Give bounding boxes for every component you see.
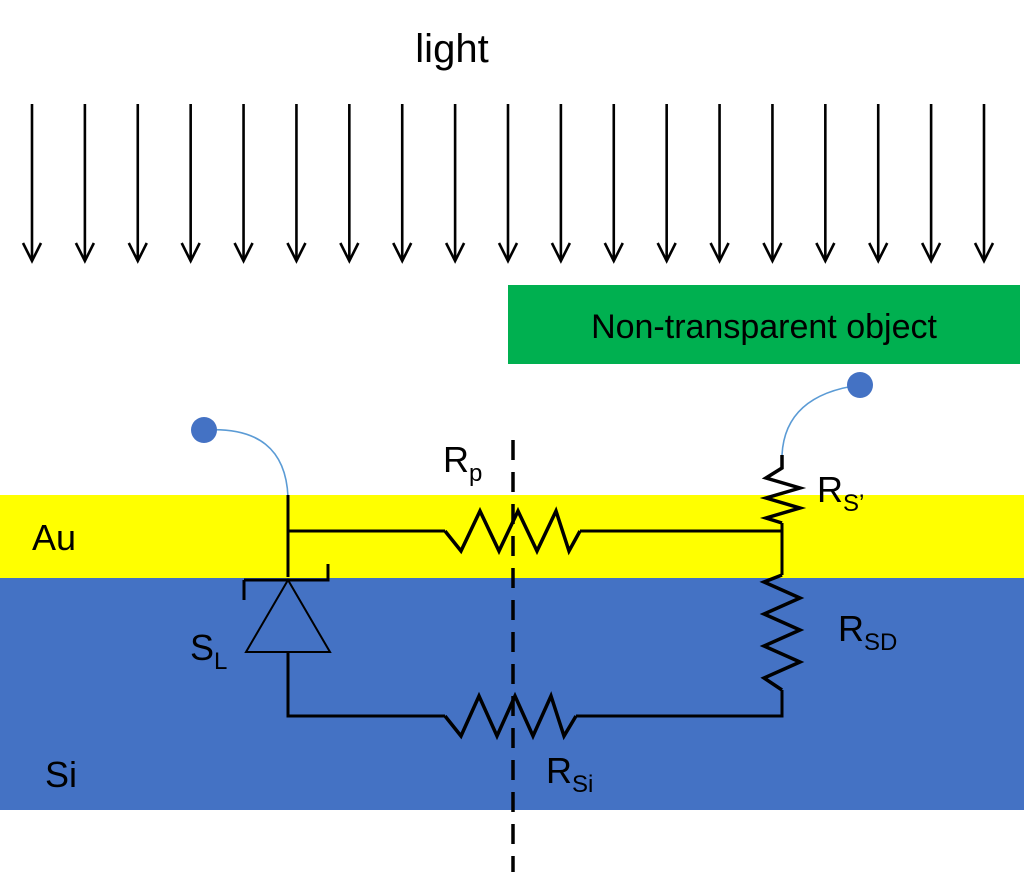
circuit-wires (242, 495, 784, 718)
left-contact-dot (191, 417, 217, 443)
resistor-rsi (443, 691, 578, 741)
left-contact-lead (203, 428, 289, 498)
light-arrow (21, 104, 43, 264)
light-arrow (920, 104, 942, 264)
non-transparent-object (508, 285, 1020, 364)
light-arrow (444, 104, 466, 264)
light-arrow (392, 104, 413, 264)
light-arrow (497, 104, 519, 264)
resistor-rs (759, 455, 807, 525)
light-arrow (233, 104, 254, 264)
light-arrow (180, 104, 201, 264)
light-arrow (286, 104, 307, 264)
light-arrow (868, 104, 889, 264)
si-label: Si (45, 754, 77, 795)
light-arrow (550, 104, 572, 264)
resistor-rsd (759, 573, 805, 692)
light-arrow (762, 104, 783, 264)
right-contact-dot (847, 372, 873, 398)
light-arrow (709, 104, 730, 264)
light-arrow (656, 104, 677, 264)
rsd-label: RSD (838, 608, 897, 656)
resistor-rp (443, 506, 582, 556)
right-contact-lead (781, 384, 861, 456)
diode-sl (244, 578, 332, 653)
light-arrow (603, 104, 624, 264)
light-arrow (339, 104, 360, 264)
light-arrow (74, 104, 96, 264)
au-label: Au (32, 517, 76, 558)
rsi-label: RSi (546, 750, 593, 798)
rs-label: RS’ (817, 469, 864, 517)
light-arrow (127, 104, 148, 264)
light-label: light (415, 27, 488, 71)
object-label: Non-transparent object (591, 308, 937, 346)
sl-label: SL (190, 627, 227, 675)
light-arrow (815, 104, 836, 264)
rp-label: Rp (443, 439, 482, 487)
light-arrow (973, 104, 995, 264)
light-arrows (21, 104, 995, 264)
